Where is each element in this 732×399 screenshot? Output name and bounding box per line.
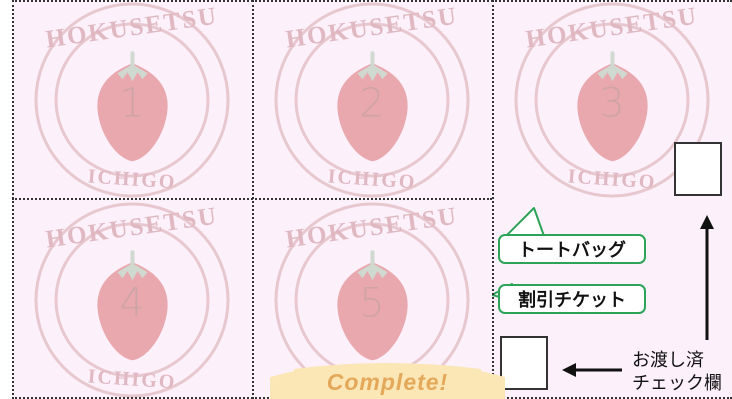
- stamp-cell-5: HOKUSETSU 5 ICHIGO: [252, 200, 492, 399]
- stamp-cell-1: HOKUSETSU 1 ICHIGO: [12, 0, 252, 200]
- annotation-line-1: お渡し済: [632, 350, 704, 371]
- stamp-ring-inner: [54, 222, 210, 377]
- stamp-number: 5: [359, 280, 385, 327]
- check-column-annotation: お渡し済 チェック欄: [632, 349, 722, 395]
- grid-line-v2: [492, 0, 494, 399]
- stamp-1: HOKUSETSU 1 ICHIGO: [34, 2, 230, 198]
- grid-line-mid: [12, 198, 492, 200]
- check-box-lower[interactable]: [500, 336, 548, 390]
- stamp-number: 1: [119, 80, 145, 127]
- stamp-4: HOKUSETSU 4 ICHIGO: [34, 202, 230, 397]
- stamp-grid: HOKUSETSU 1 ICHIGO HOKUSETSU: [12, 0, 732, 399]
- annotation-line-2: チェック欄: [632, 373, 722, 394]
- stamp-ring-outer: [34, 202, 230, 397]
- strawberry-icon: [336, 250, 408, 361]
- stamp-number: 4: [119, 280, 145, 327]
- stamp-ring-outer: [274, 2, 470, 198]
- strawberry-icon: [336, 50, 408, 161]
- strawberry-icon: [96, 250, 168, 361]
- arrow-left-icon: [562, 363, 622, 377]
- stamp-ring-outer: [34, 2, 230, 198]
- discount-ticket-label: 割引チケット: [498, 284, 646, 314]
- stamp-ring-inner: [54, 22, 210, 178]
- stamp-5: HOKUSETSU 5 ICHIGO: [274, 202, 470, 397]
- check-box-upper[interactable]: [674, 142, 722, 196]
- stamp-number: 2: [359, 80, 385, 127]
- arrow-up-icon: [700, 215, 714, 340]
- tote-bag-label: トートバッグ: [498, 234, 646, 264]
- stamp-cell-4: HOKUSETSU 4 ICHIGO: [12, 200, 252, 399]
- strawberry-icon: [96, 50, 168, 161]
- reward-cell: トートバッグ 割引チケット お渡し済 チェック欄: [492, 200, 732, 399]
- stamp-2: HOKUSETSU 2 ICHIGO: [274, 2, 470, 198]
- stamp-ring-inner: [294, 22, 450, 178]
- stamp-3: HOKUSETSU 3 ICHIGO: [514, 2, 710, 198]
- stamp-number: 3: [599, 80, 625, 127]
- stamp-ring-outer: [514, 2, 710, 198]
- strawberry-icon: [576, 50, 648, 161]
- stamp-ring-inner: [534, 22, 690, 178]
- grid-line-top: [12, 0, 732, 2]
- stamp-cell-2: HOKUSETSU 2 ICHIGO: [252, 0, 492, 200]
